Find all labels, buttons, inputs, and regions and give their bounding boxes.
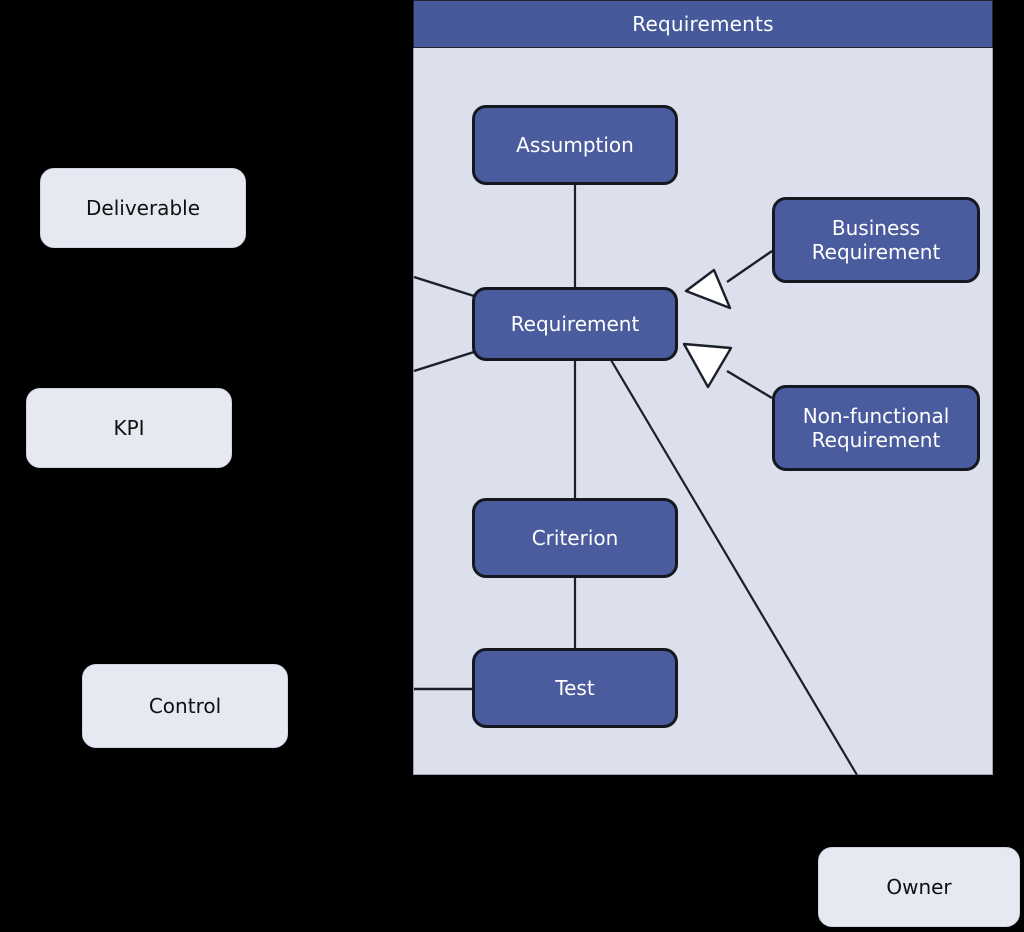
package-title: Requirements	[632, 12, 774, 36]
node-test-label: Test	[555, 676, 595, 700]
node-control[interactable]: Control	[82, 664, 288, 748]
node-test[interactable]: Test	[472, 648, 678, 728]
package-header-requirements: Requirements	[413, 0, 993, 48]
node-owner[interactable]: Owner	[818, 847, 1020, 927]
node-deliverable-label: Deliverable	[86, 196, 200, 220]
node-criterion[interactable]: Criterion	[472, 498, 678, 578]
node-owner-label: Owner	[886, 875, 952, 899]
node-requirement[interactable]: Requirement	[472, 287, 678, 361]
node-assumption-label: Assumption	[516, 133, 634, 157]
node-assumption[interactable]: Assumption	[472, 105, 678, 185]
node-criterion-label: Criterion	[531, 526, 619, 550]
node-kpi-label: KPI	[113, 416, 145, 440]
node-kpi[interactable]: KPI	[26, 388, 232, 468]
node-deliverable[interactable]: Deliverable	[40, 168, 246, 248]
node-requirement-label: Requirement	[510, 312, 640, 336]
node-control-label: Control	[148, 694, 222, 718]
